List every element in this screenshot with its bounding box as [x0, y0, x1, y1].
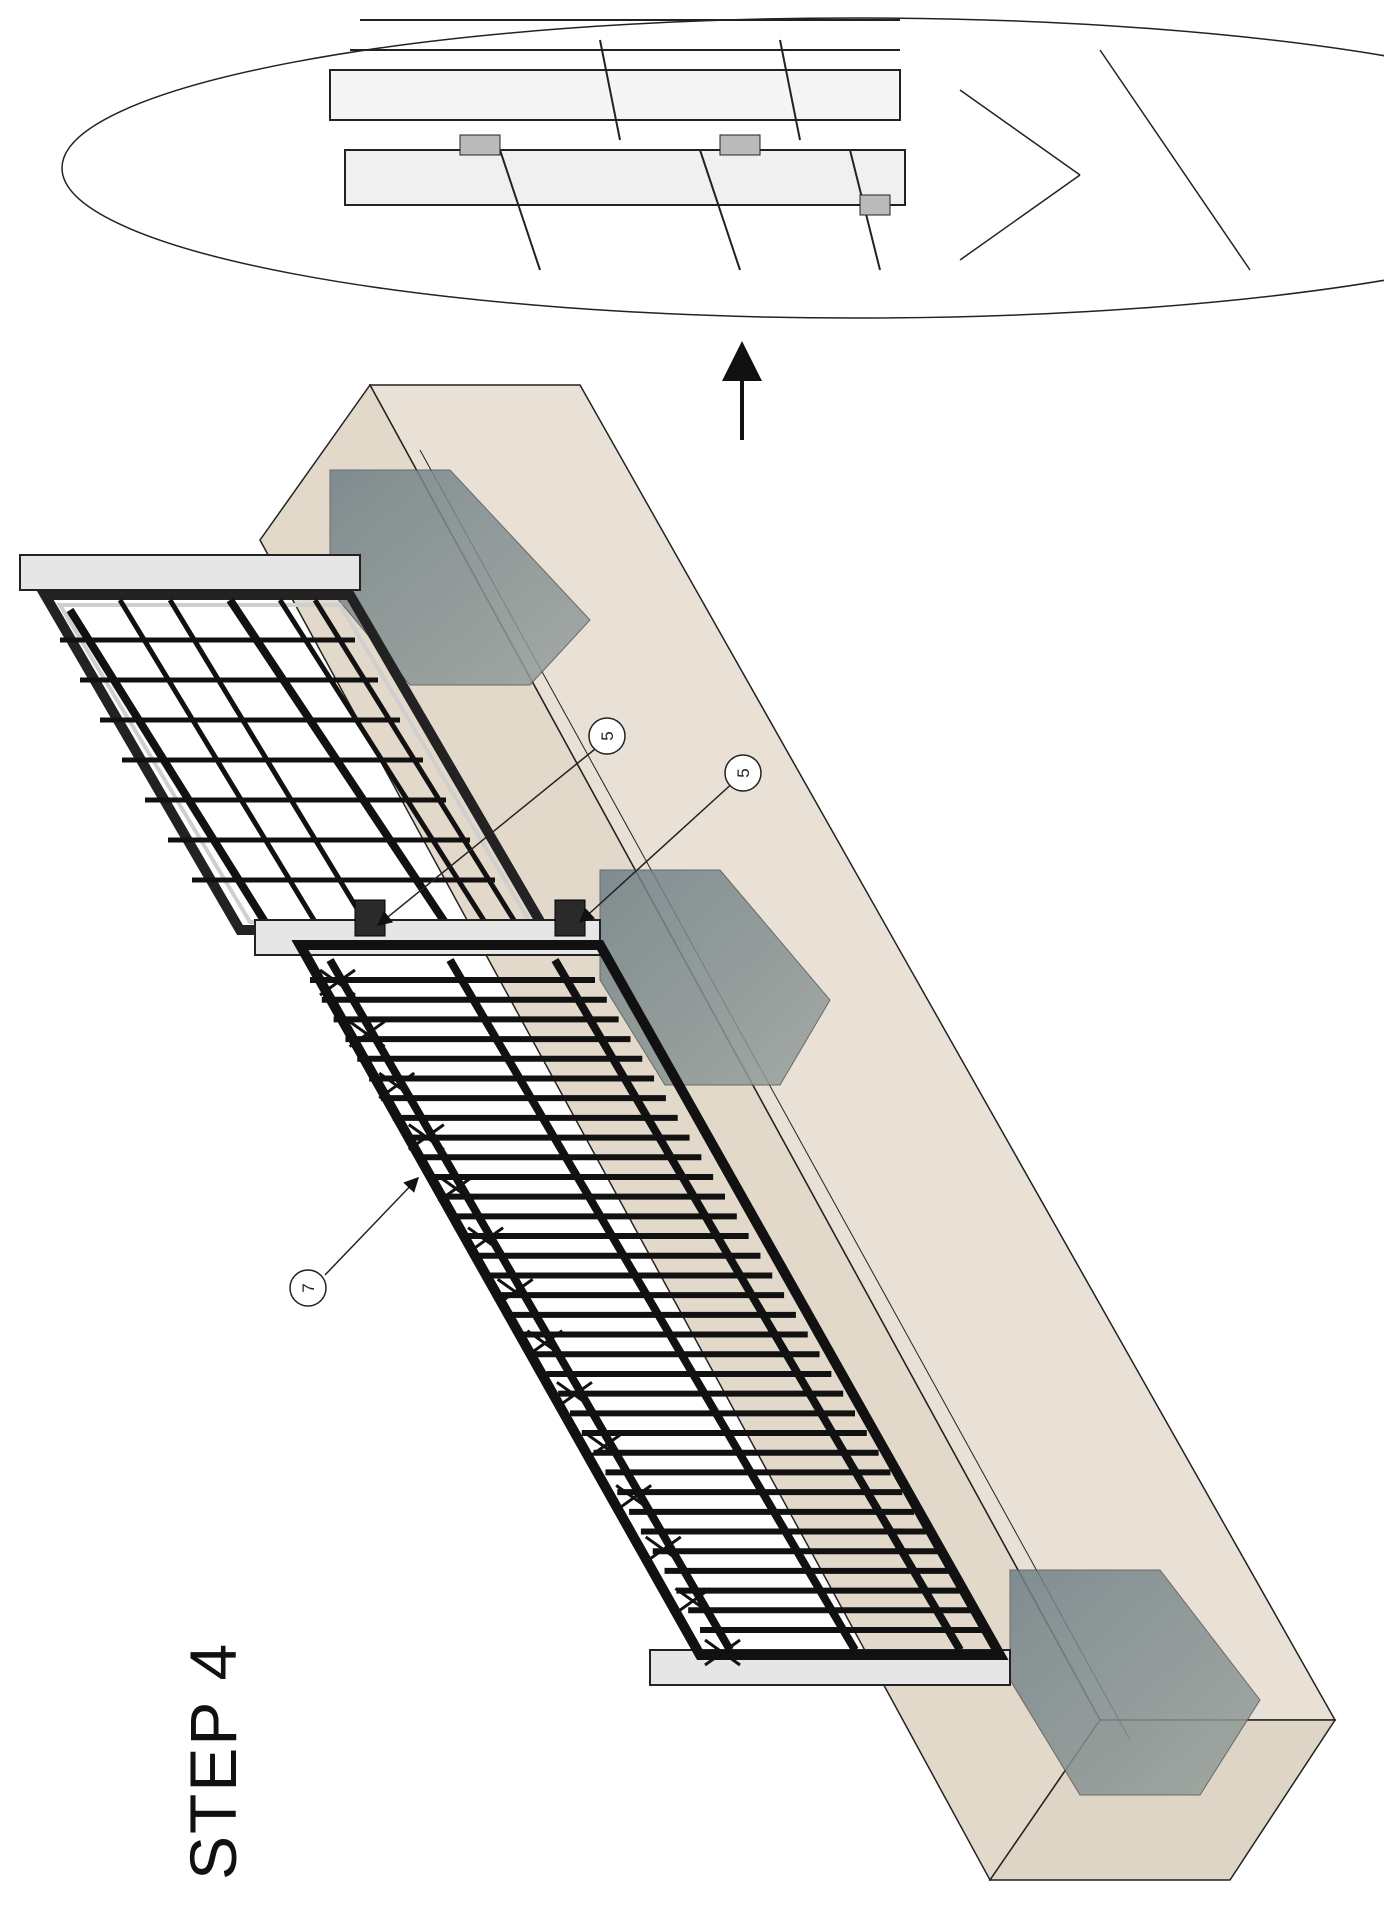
cross-brace [644, 1535, 682, 1564]
callout-part-5-lower: 5 [724, 754, 762, 792]
callout-part-7: 7 [289, 1269, 327, 1307]
callout-label: 5 [734, 768, 753, 777]
cross-brace [319, 968, 356, 997]
long-gate-pickets [310, 968, 985, 1667]
long-gate-panel [291, 940, 1009, 1660]
callout-label: 5 [598, 731, 617, 740]
post-top [19, 554, 361, 591]
cross-brace [674, 1587, 712, 1615]
cross-brace [704, 1638, 741, 1667]
cross-brace [407, 1123, 445, 1151]
cross-brace [526, 1329, 564, 1357]
cross-brace [585, 1432, 623, 1461]
detail-view [61, 17, 1384, 319]
callout-label: 7 [299, 1283, 318, 1292]
roller-bracket-lower [554, 899, 586, 937]
roller-bracket-upper [354, 899, 386, 937]
footing-middle [599, 869, 831, 1086]
cross-brace [556, 1381, 593, 1409]
cross-brace [437, 1174, 475, 1203]
cross-brace [496, 1278, 534, 1306]
cross-brace [348, 1020, 386, 1048]
callout-part-5-upper: 5 [588, 717, 626, 755]
cross-brace [615, 1484, 653, 1512]
cross-brace [378, 1071, 416, 1100]
cross-brace [467, 1226, 504, 1254]
